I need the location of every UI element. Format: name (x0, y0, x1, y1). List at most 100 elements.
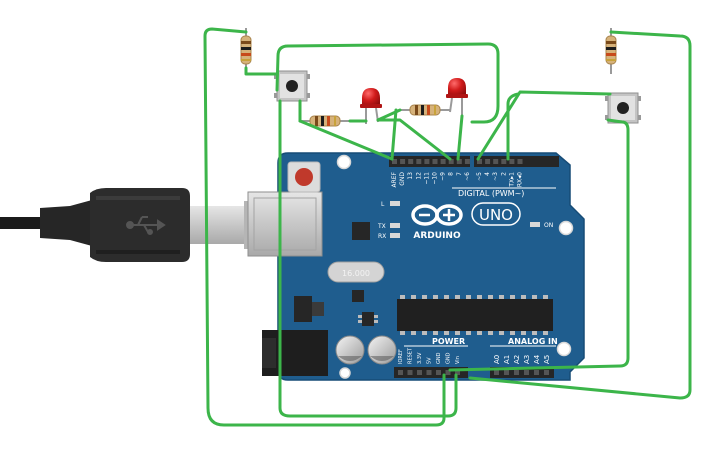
l-label: L (381, 201, 385, 208)
header-pin-hole[interactable] (398, 370, 403, 375)
header-pin-hole[interactable] (448, 159, 454, 164)
header-pin-hole[interactable] (436, 370, 441, 375)
usb-chip (352, 222, 370, 240)
power-pin-label: 3.3V (417, 352, 423, 364)
header-pin-hole[interactable] (477, 159, 482, 164)
wire-left-inner[interactable] (275, 42, 500, 124)
arduino-uno-board[interactable]: 16.000 L TX RX ON (247, 152, 585, 381)
voltage-regulator (294, 296, 324, 322)
chip-pin (543, 331, 548, 335)
power-pin-label: IOREF (398, 349, 404, 364)
header-pin-hole[interactable] (485, 159, 491, 164)
uno-badge (471, 202, 521, 226)
usb-b-port (247, 191, 323, 257)
header-pin-hole[interactable] (456, 159, 462, 164)
wires[interactable] (203, 27, 692, 427)
power-title: POWER (432, 337, 465, 346)
header-pin-hole[interactable] (408, 159, 414, 164)
header-pin-hole[interactable] (424, 159, 430, 164)
analog-pin-label: A4 (533, 354, 541, 364)
header-pin-hole[interactable] (509, 159, 515, 164)
arduino-logo-icon (411, 204, 463, 226)
wire-res-button[interactable] (244, 66, 279, 76)
chip-pin (532, 331, 537, 335)
chip-pin (411, 295, 416, 299)
analog-pin-label: A5 (543, 355, 551, 364)
on-led (530, 222, 540, 227)
resistor-top-right[interactable] (605, 28, 617, 74)
resistor-top-left[interactable] (240, 28, 252, 74)
header-pin-hole[interactable] (432, 159, 438, 164)
power-header[interactable] (394, 367, 468, 378)
mount-hole-icon (336, 154, 352, 170)
wire-led2-pin8[interactable] (456, 114, 464, 161)
pushbutton-right[interactable] (605, 92, 641, 124)
analog-header[interactable] (490, 367, 554, 378)
header-pin-hole[interactable] (504, 370, 509, 375)
header-pin-hole[interactable] (524, 370, 529, 375)
header-pin-hole[interactable] (400, 159, 406, 164)
header-pin-hole[interactable] (493, 159, 499, 164)
header-pin-hole[interactable] (416, 159, 422, 164)
mount-hole-icon (558, 220, 574, 236)
digital-pin-label: 12 (415, 172, 422, 180)
chip-pin (422, 331, 427, 335)
analog-title: ANALOG IN (508, 337, 558, 346)
chip-pin (444, 331, 449, 335)
chip-pin (532, 295, 537, 299)
wire-right-to-pin4[interactable] (476, 90, 612, 161)
digital-pin-label: ~5 (476, 172, 483, 181)
header-pin-hole[interactable] (514, 370, 519, 375)
header-pin-hole[interactable] (407, 370, 413, 375)
header-pin-hole[interactable] (426, 370, 432, 375)
red-led-1[interactable] (360, 88, 382, 124)
wire-led1-pin10[interactable] (376, 118, 452, 161)
wire-right-outer[interactable] (468, 30, 692, 400)
wire-right-to-pin4b[interactable] (506, 92, 520, 161)
power-pin-label: GND (446, 352, 452, 364)
red-led-2[interactable] (446, 78, 468, 118)
dc-power-jack (262, 330, 328, 376)
reset-button[interactable] (287, 161, 321, 193)
chip-pin (521, 295, 526, 299)
header-pin-hole[interactable] (392, 159, 397, 164)
chip-pin (411, 331, 416, 335)
wire-right-inner[interactable] (448, 118, 630, 372)
chip-pin (400, 295, 405, 299)
usb-cable[interactable] (0, 188, 252, 262)
header-pin-hole[interactable] (534, 370, 539, 375)
chip-pin (455, 331, 460, 335)
header-pin-hole[interactable] (544, 370, 549, 375)
header-pin-hole[interactable] (464, 159, 470, 164)
resistor-led-1[interactable] (300, 115, 350, 127)
brand-label: ARDUINO (413, 231, 461, 241)
digital-pin-label: AREF (391, 171, 398, 187)
header-pin-hole[interactable] (440, 159, 446, 164)
chip-pin (455, 295, 460, 299)
digital-pin-label: 8 (448, 172, 455, 176)
header-pin-hole[interactable] (501, 159, 507, 164)
header-pin-hole[interactable] (494, 370, 499, 375)
digital-header[interactable] (389, 156, 559, 167)
wire-left-inner-2[interactable] (278, 99, 458, 418)
power-pin-label: 5V (427, 357, 433, 364)
on-label: ON (544, 222, 553, 229)
chip-pin (466, 295, 471, 299)
wire-res1-gnd[interactable] (298, 119, 394, 161)
header-pin-hole[interactable] (445, 370, 451, 375)
digital-pin-label: RX◂0 (517, 172, 524, 187)
wire-res2-pin[interactable] (390, 108, 398, 161)
tx-label: TX (377, 223, 386, 230)
power-pin-label: GND (436, 352, 442, 364)
chip-pin (521, 331, 526, 335)
chip-pin (477, 331, 482, 335)
pushbutton-left[interactable] (274, 70, 310, 102)
wire-left-outer[interactable] (203, 27, 446, 427)
chip-pin (510, 295, 515, 299)
header-pin-hole[interactable] (455, 370, 460, 375)
header-pin-hole[interactable] (517, 159, 523, 164)
header-pin-hole[interactable] (417, 370, 422, 375)
digital-pin-label: 4 (484, 172, 491, 176)
resistor-led-2[interactable] (400, 104, 450, 116)
